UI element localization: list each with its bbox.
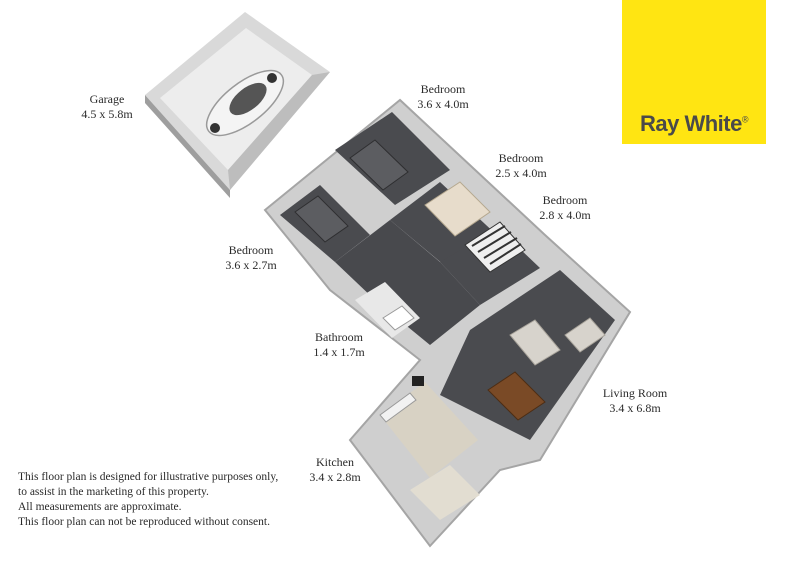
room-label-living-room: Living Room 3.4 x 6.8m bbox=[585, 386, 685, 416]
bathtub-icon bbox=[382, 305, 415, 331]
disclaimer-line: This floor plan can not be reproduced wi… bbox=[18, 516, 270, 528]
room-name: Bedroom bbox=[420, 82, 466, 96]
room-name: Bedroom bbox=[498, 151, 544, 165]
room-label-bedroom-right: Bedroom 2.8 x 4.0m bbox=[520, 193, 610, 223]
disclaimer-line: All measurements are approximate. bbox=[18, 501, 182, 513]
disclaimer-line: This floor plan is designed for illustra… bbox=[18, 471, 279, 483]
room-size: 3.4 x 6.8m bbox=[609, 401, 661, 415]
room-size: 3.6 x 2.7m bbox=[225, 258, 277, 272]
bed-icon bbox=[294, 139, 526, 273]
room-name: Kitchen bbox=[316, 455, 354, 469]
logo-wordmark: Ray White bbox=[640, 111, 742, 136]
room-name: Bedroom bbox=[542, 193, 588, 207]
room-size: 3.6 x 4.0m bbox=[417, 97, 469, 111]
room-size: 4.5 x 5.8m bbox=[81, 107, 133, 121]
room-label-bedroom-top: Bedroom 3.6 x 4.0m bbox=[398, 82, 488, 112]
room-name: Living Room bbox=[602, 386, 668, 400]
car-icon bbox=[205, 69, 285, 137]
dining-table-icon bbox=[487, 371, 546, 421]
ray-white-logo: Ray White® bbox=[622, 0, 766, 144]
room-size: 2.8 x 4.0m bbox=[539, 208, 591, 222]
disclaimer: This floor plan is designed for illustra… bbox=[18, 470, 308, 530]
room-size: 1.4 x 1.7m bbox=[313, 345, 365, 359]
laundry-floor bbox=[410, 465, 480, 520]
room-label-bathroom: Bathroom 1.4 x 1.7m bbox=[294, 330, 384, 360]
disclaimer-line: to assist in the marketing of this prope… bbox=[18, 486, 209, 498]
kitchen-counter bbox=[379, 376, 424, 423]
room-label-bedroom-left: Bedroom 3.6 x 2.7m bbox=[206, 243, 296, 273]
registered-mark: ® bbox=[741, 114, 749, 125]
room-name: Garage bbox=[89, 92, 125, 106]
logo-text: Ray White® bbox=[622, 111, 766, 137]
room-name: Bedroom bbox=[228, 243, 274, 257]
sofa-icon bbox=[509, 317, 606, 366]
room-label-garage: Garage 4.5 x 5.8m bbox=[62, 92, 152, 122]
room-label-kitchen: Kitchen 3.4 x 2.8m bbox=[290, 455, 380, 485]
room-label-bedroom-mid: Bedroom 2.5 x 4.0m bbox=[476, 151, 566, 181]
room-size: 2.5 x 4.0m bbox=[495, 166, 547, 180]
room-name: Bathroom bbox=[315, 330, 363, 344]
hallway-floor bbox=[335, 220, 480, 345]
room-size: 3.4 x 2.8m bbox=[309, 470, 361, 484]
